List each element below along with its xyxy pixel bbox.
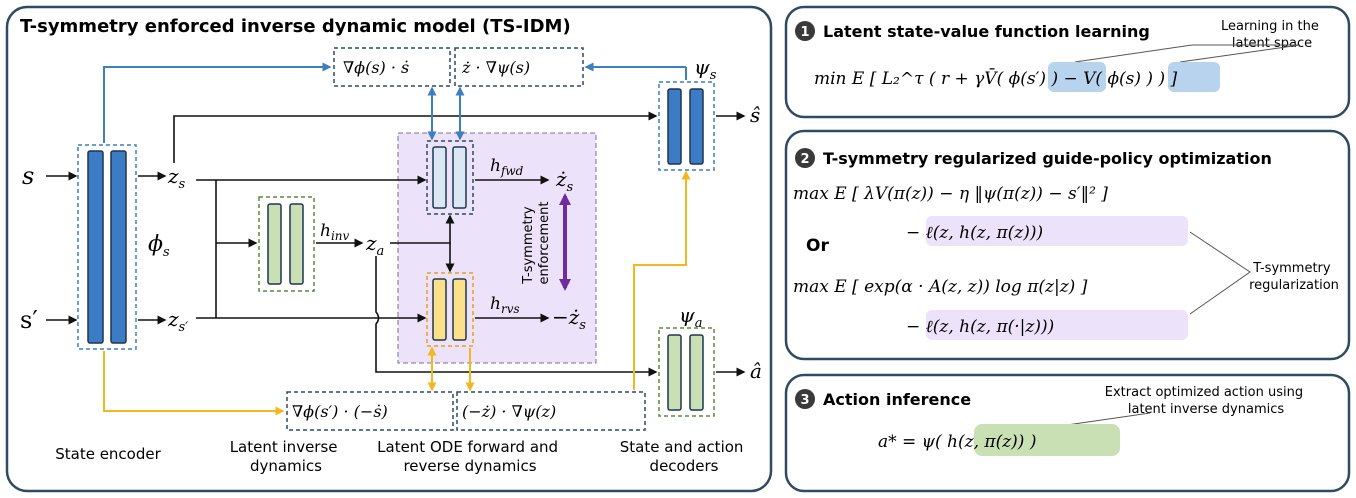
inverse-dynamics-bar-2 [289,203,304,285]
encoder-phi-label: ϕs [148,232,170,260]
panel-1-note: Learning in the latent space [1221,19,1323,51]
psi-a-label: ψa [679,303,702,331]
state-encoder-bar-2 [110,150,127,344]
panel-3-title: Action inference [823,390,971,409]
panel-1-number-badge [795,21,815,41]
latent-highlight-2 [1168,62,1220,92]
z-a-label: za [365,231,384,259]
grad-psi-neg-zdot: (−ż) · ∇ψ(z) [462,402,556,421]
action-decoder-bar-2 [689,334,704,411]
grad-box-top-right [454,47,584,87]
z-s-label: zs [167,164,186,192]
input-s: s [22,162,34,190]
forward-dynamics-bar-2 [452,146,467,209]
blue-arrows [103,62,687,143]
neg-z-dot-s-label: −żs [552,305,586,333]
state-encoder-bar-1 [87,150,104,344]
grad-phi-neg-sdot: ∇ϕ(s′) · (−ṡ) [292,402,388,421]
action-inference-formula: a* = ψ( h(z, π(z)) ) [878,432,1036,452]
caption-decoders: State and action decoders [620,438,748,475]
panel-2-number: 2 [800,152,809,167]
tsym-highlight-2 [926,310,1188,340]
h-inv-label: hinv [320,221,350,243]
panel-3-number-badge [795,389,815,409]
panel-3-note-leader [1059,412,1151,427]
h-rvs-label: hrvs [490,294,520,316]
input-s-prime: s′ [20,306,38,334]
reverse-dynamics-bar-2 [452,278,467,341]
latent-highlight-1 [1048,62,1106,92]
guide-policy-formula-b: max E [ exp(α · A(z, z)) log π(z|z) ] [793,277,1088,297]
caption-state-encoder: State encoder [55,445,161,463]
grad-box-bottom-left [286,391,454,431]
forward-dynamics-bar-1 [432,146,447,209]
yellow-arrows [103,170,691,416]
guide-policy-formula-a: max E [ λV(π(z)) − η ‖ψ(π(z)) − s′‖² ] [793,184,1108,204]
state-decoder-bar-1 [667,88,682,165]
grad-phi-sdot: ∇ϕ(s) · ṡ [343,58,409,77]
panel-2-note: T-symmetry regularization [1249,261,1339,293]
tsym-highlight-1 [926,216,1188,246]
state-encoder-frame [77,144,137,350]
state-decoder-frame [658,81,715,171]
ts-idm-panel [5,5,773,493]
z-dot-s-label: żs [555,167,574,195]
value-loss-formula: min E [ L₂^τ ( r + γV̄( ϕ(s′) ) − V( ϕ(s… [814,67,1177,89]
panel-2-note-leader [1189,231,1251,315]
panel-3-note: Extract optimized action using latent in… [1105,385,1308,417]
guide-policy-formula-a-reg: − ℓ(z, h(z, π(z))) [906,223,1043,243]
z-sprime-label: zs′ [167,307,188,335]
caption-inverse-dynamics: Latent inverse dynamics [230,438,343,475]
panel-2-title: T-symmetry regularized guide-policy opti… [823,149,1272,168]
action-highlight [974,424,1120,456]
action-decoder-frame [658,327,715,417]
panel-1-number: 1 [800,25,809,40]
forward-dynamics-frame [426,140,474,215]
inverse-dynamics-bar-1 [267,203,282,285]
action-decoder-bar-1 [667,334,682,411]
panel-1-title: Latent state-value function learning [823,22,1150,41]
caption-ode: Latent ODE forward and reverse dynamics [377,438,563,475]
panel-3-number: 3 [800,393,809,408]
reverse-dynamics-bar-1 [432,278,447,341]
guide-policy-formula-b-reg: − ℓ(z, h(z, π(·|z))) [906,317,1054,337]
psi-s-label: ψs [694,55,717,83]
black-arrows [46,111,746,377]
grad-box-top-left [333,47,451,87]
panel-2-number-badge [795,148,815,168]
grad-psi-zdot: ż · ∇ψ(s) [461,58,530,77]
h-fwd-label: hfwd [490,156,524,178]
reverse-dynamics-frame [426,272,474,347]
or-label: Or [806,236,829,256]
a-hat-label: â [750,359,762,383]
inverse-dynamics-frame [258,196,315,292]
t-symmetry-enforcement-label: T-symmetry enforcement [521,202,552,285]
state-decoder-bar-2 [689,88,704,165]
ts-idm-title: T-symmetry enforced inverse dynamic mode… [20,16,571,37]
panel-1-note-leader [1074,44,1301,63]
grad-box-bottom-right [456,391,646,431]
s-hat-label: ŝ [750,103,760,127]
